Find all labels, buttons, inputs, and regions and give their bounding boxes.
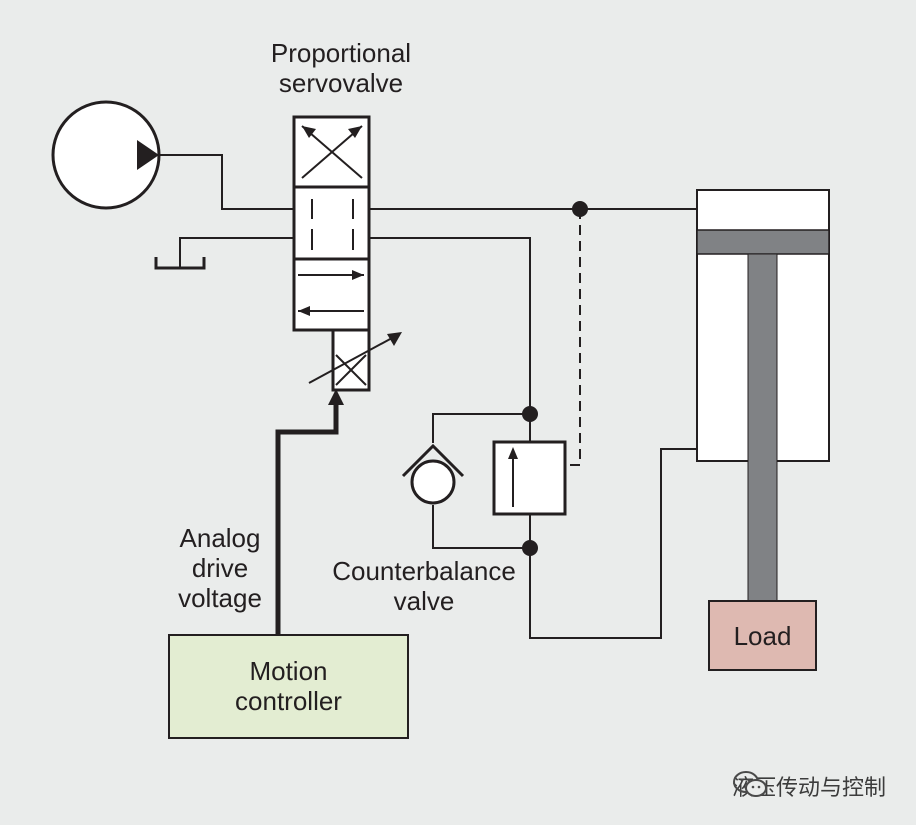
counterbalance-label: Counterbalance valve bbox=[315, 556, 533, 616]
counterbalance-valve bbox=[492, 440, 567, 548]
analog-label-line1: Analog bbox=[179, 523, 261, 553]
cross-envelope bbox=[301, 125, 363, 179]
pump-line bbox=[159, 154, 294, 210]
counterbalance-label-line1: Counterbalance bbox=[332, 556, 516, 586]
junction-dot bbox=[522, 540, 538, 556]
valve-title-line2: servovalve bbox=[278, 68, 404, 98]
junction-dot bbox=[522, 406, 538, 422]
analog-label-line3: voltage bbox=[178, 583, 262, 613]
wechat-icon bbox=[732, 771, 767, 797]
drive-signal-line bbox=[275, 389, 344, 635]
line-b bbox=[369, 237, 531, 442]
line-cylinder-bottom bbox=[529, 448, 697, 639]
controller-label: Motion controller bbox=[169, 656, 408, 716]
piston-rod bbox=[747, 253, 778, 603]
junction-dot bbox=[572, 201, 588, 217]
load-box bbox=[708, 600, 817, 671]
tank-symbol bbox=[154, 237, 294, 270]
servovalve-body bbox=[292, 115, 371, 332]
bypass-loop bbox=[432, 413, 530, 443]
watermark: 液压传动与控制 bbox=[732, 770, 886, 802]
controller-label-line1: Motion bbox=[249, 656, 328, 686]
valve-title: Proportional servovalve bbox=[250, 38, 432, 98]
center-envelope bbox=[311, 199, 354, 250]
counterbalance-label-line2: valve bbox=[393, 586, 455, 616]
analog-label-line2: drive bbox=[191, 553, 249, 583]
valve-title-line1: Proportional bbox=[270, 38, 412, 68]
proportional-solenoid bbox=[308, 328, 393, 392]
motion-controller-box bbox=[168, 634, 409, 739]
controller-label-line2: controller bbox=[235, 686, 342, 716]
check-valve bbox=[401, 443, 465, 505]
pilot-line bbox=[565, 209, 581, 466]
analog-label: Analog drive voltage bbox=[160, 523, 280, 613]
load-label: Load bbox=[733, 621, 792, 651]
pump-symbol bbox=[51, 100, 161, 210]
